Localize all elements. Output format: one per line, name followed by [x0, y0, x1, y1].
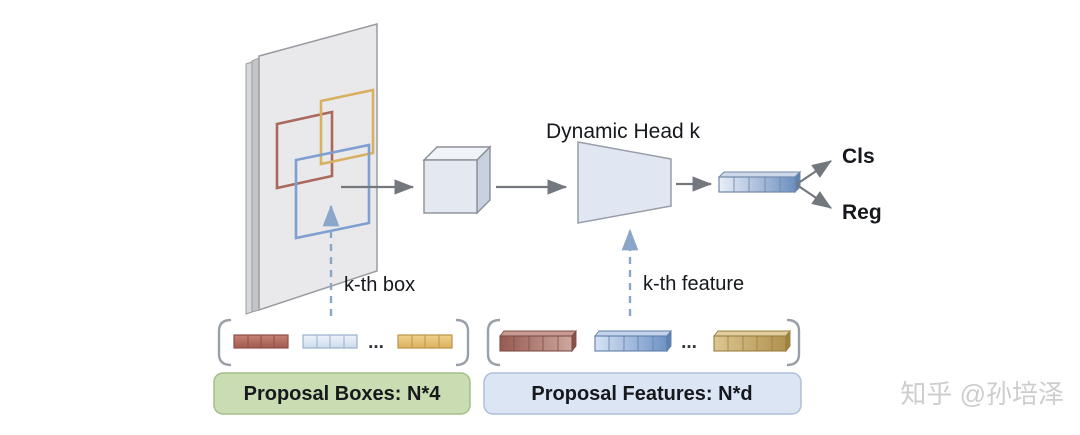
- proposal-features-caption-box: [483, 372, 802, 415]
- dynamic-head-label: Dynamic Head k: [546, 120, 701, 143]
- proposal-features-caption: Proposal Features: N*d: [531, 383, 752, 405]
- plane-back-sheet: [245, 61, 253, 315]
- box-vector-red: [233, 334, 289, 349]
- output-bar-dividers: [733, 177, 781, 192]
- feature-vector-blue: [594, 329, 672, 353]
- proposal-boxes-caption-box: [213, 372, 471, 415]
- roi-feature-cube: [422, 145, 492, 215]
- bracket-left-close: [455, 318, 470, 367]
- boxes-ellipsis: ...: [368, 332, 384, 353]
- bracket-left-open: [217, 318, 232, 367]
- feature-vector-red: [499, 329, 577, 353]
- output-bar-front: [718, 176, 796, 193]
- proposal-boxes-group: ...: [217, 318, 470, 367]
- box-vector-yellow: [397, 334, 453, 349]
- output-bar-top-face: [717, 171, 802, 178]
- proposal-box-yellow-outline: [319, 88, 375, 166]
- zhihu-watermark: 知乎 @孙培泽: [900, 379, 1064, 409]
- bracket-right-close: [786, 318, 801, 367]
- arrow-to-reg: [796, 184, 832, 209]
- arrow-to-cls: [796, 160, 832, 185]
- features-ellipsis: ...: [681, 332, 697, 353]
- plane-side-edge: [251, 57, 260, 313]
- kth-box-label: k-th box: [344, 274, 415, 296]
- feature-vector-tan: [713, 329, 791, 353]
- proposal-box-blue-outline: [294, 143, 371, 240]
- cube-front-face: [423, 159, 478, 214]
- bracket-right-open: [486, 318, 501, 367]
- dynamic-head-trapezoid: [577, 141, 672, 224]
- proposal-boxes-caption: Proposal Boxes: N*4: [244, 383, 442, 405]
- proposal-box-red-outline: [275, 110, 334, 190]
- output-feature-bar: [717, 170, 802, 194]
- reg-label: Reg: [842, 201, 882, 224]
- cls-label: Cls: [842, 145, 875, 168]
- proposal-features-group: ...: [486, 318, 801, 367]
- kth-feature-label: k-th feature: [643, 273, 744, 295]
- image-plane: [245, 23, 378, 315]
- box-vector-blue: [302, 334, 358, 349]
